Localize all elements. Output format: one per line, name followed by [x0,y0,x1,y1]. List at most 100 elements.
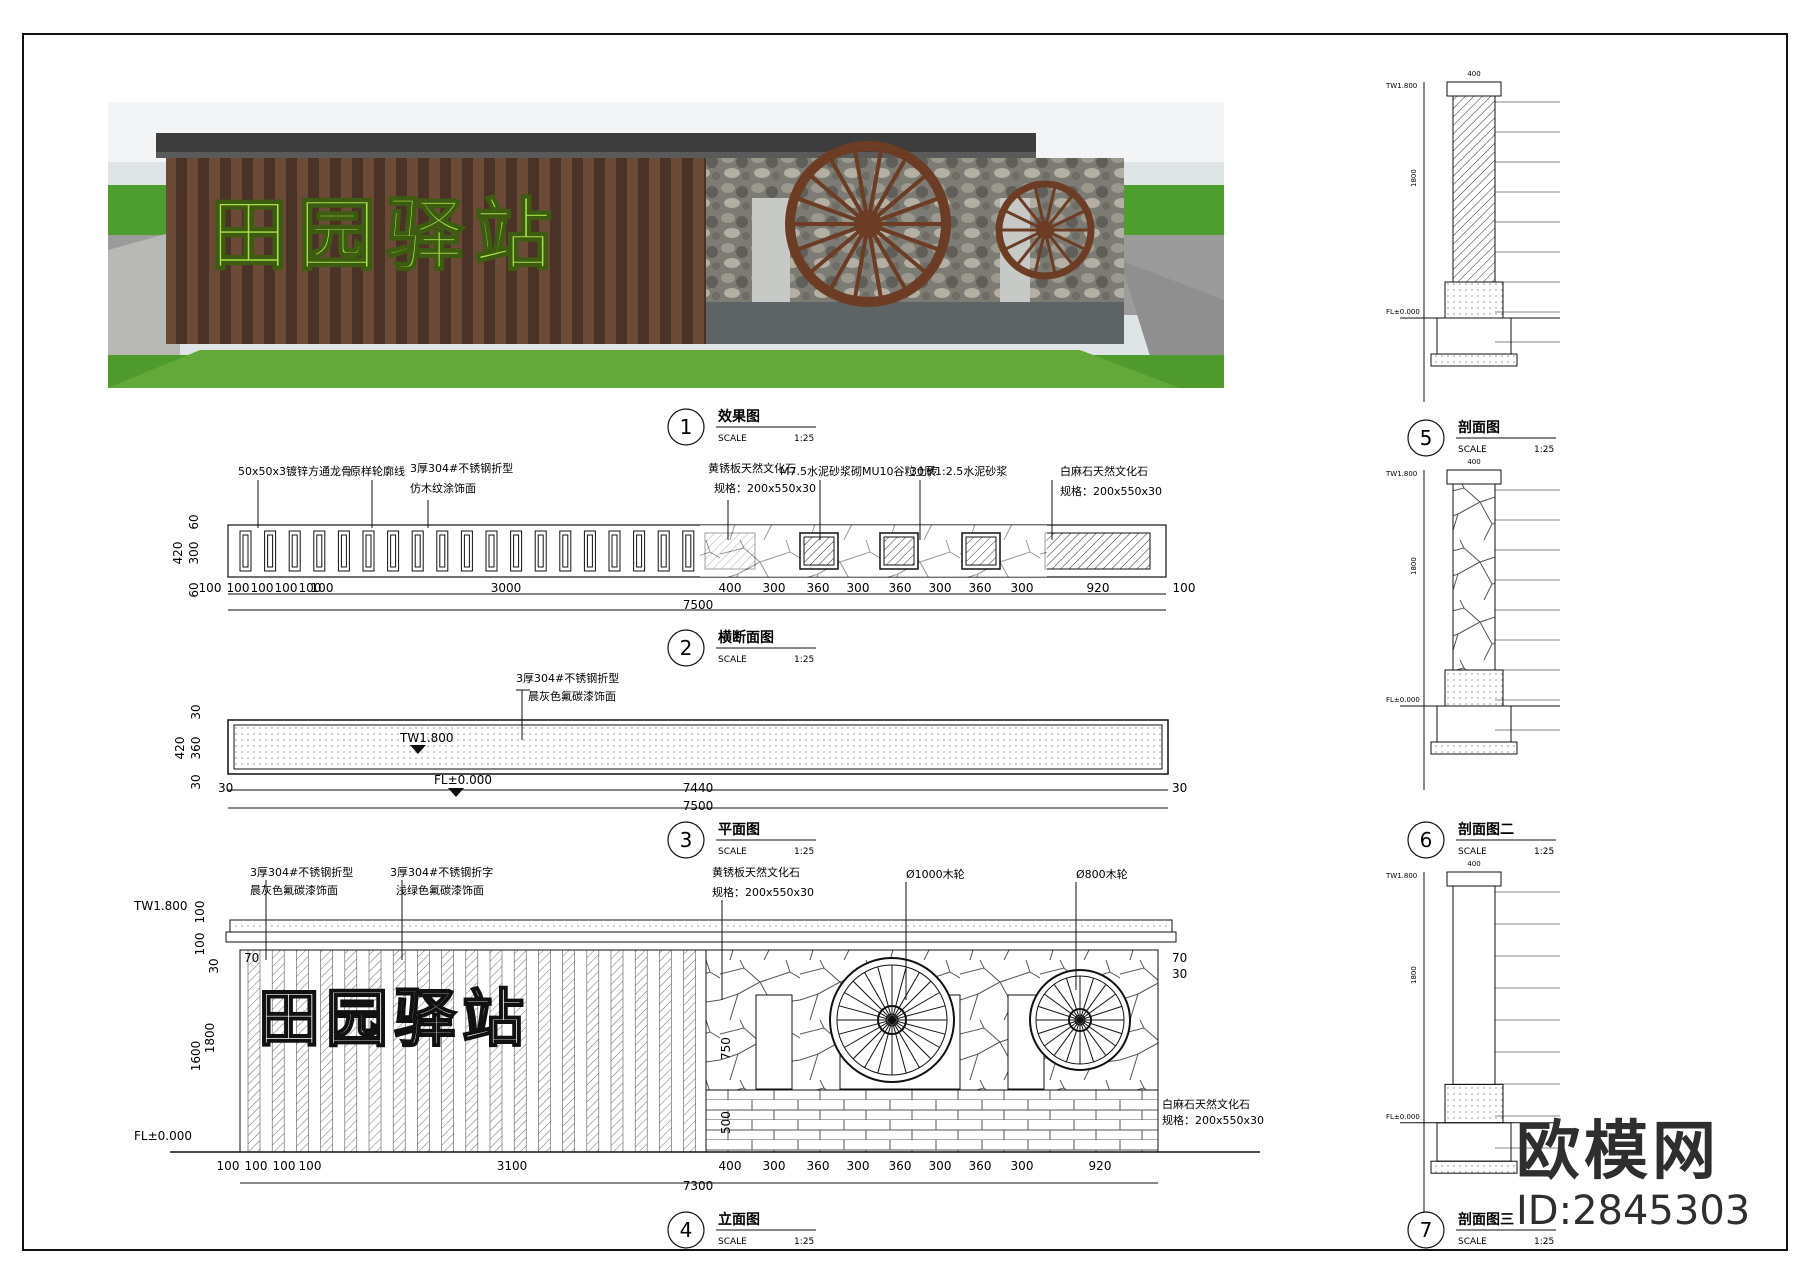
wheel-spoke [1044,228,1085,251]
v4-right-dim: 70 [1172,951,1187,965]
slat-slot [362,530,375,572]
caption-scale: 1:25 [1534,445,1554,455]
v2-dim: 100 [227,581,250,595]
stone-box-fill [883,536,915,566]
v4-dim: 360 [969,1159,992,1173]
v2-dim: 360 [889,581,912,595]
v4-dim: 300 [847,1159,870,1173]
elev-slat [586,949,600,1153]
wheel-spoke [866,222,926,274]
elev-slat [610,949,624,1153]
wheel-spoke [891,966,907,1021]
slat-slot-inner [488,534,495,568]
slat-slot-inner [660,534,667,568]
v4-dim: 400 [719,1159,742,1173]
brand-logo-text: 欧模网 [1516,1115,1720,1189]
slat-slot [682,530,695,572]
v4-dim: 920 [1089,1159,1112,1173]
v3-note-2: 晨灰色氟碳漆饰面 [528,689,616,703]
v3-left-dim: 420 [173,737,187,760]
wheel-spoke [1079,1019,1095,1062]
slat-slot [264,530,277,572]
wheel-spoke [852,980,893,1021]
v4-dim: 360 [807,1159,830,1173]
caption-circle [1407,1211,1445,1249]
v4-note: 晨灰色氟碳漆饰面 [250,883,338,897]
wheel-spoke [1033,187,1047,231]
v2-dim: 100 [251,581,274,595]
v4-left-dim: 100 [193,901,207,924]
v2-note: 白麻石天然文化石 [1060,464,1148,478]
wheel-spoke [864,1019,893,1068]
v2-total-dim: 7500 [683,598,714,612]
wheel-spoke [1043,229,1057,273]
wheel-spoke [877,966,893,1021]
v4-inner-dim: 500 [719,1111,733,1134]
v4-left-dim: 1800 [203,1023,217,1054]
wheel-spoke [866,174,926,226]
v2-note: 原样轮廓线 [350,464,405,478]
wheel-spoke [1044,209,1085,232]
v4-total-dim: 7300 [683,1179,714,1193]
wheel-spoke [867,222,939,252]
v3-left-dim: 30 [189,774,203,789]
caption-scale: 1:25 [794,1237,814,1247]
coping-cap [1446,871,1502,887]
caption-scale: 1:25 [794,847,814,857]
wagon-wheel-large [785,141,951,307]
caption-scale-label: SCALE [718,434,747,444]
v3-dim-left: 30 [218,781,233,795]
detail-left-dim: 1800 [1410,966,1418,984]
v4-left-dim: 100 [193,933,207,956]
wheel-spoke [838,1005,893,1021]
v2-dim: 100 [311,581,334,595]
wheel-spoke [810,174,870,226]
column-footing [1444,281,1504,319]
view3-plan: TW1.800 FL±0.000 30 7440 30 7500 3厚304#不… [173,671,1187,813]
wheel-spoke [1005,228,1046,251]
wheel-spoke [866,223,883,298]
v2-note: 规格：200x550x30 [1060,484,1162,498]
elev-slat [562,949,575,1153]
v3-dim-right: 30 [1172,781,1187,795]
slat-slot-inner [340,534,347,568]
v2-dim: 920 [1087,581,1110,595]
v4-note: Ø1000木轮 [906,867,965,881]
v2-note: 仿木纹涂饰面 [410,481,476,495]
slat-slot-inner [513,534,520,568]
caption-number: 5 [1420,426,1433,450]
caption-number: 3 [680,828,693,852]
elev-slat [634,949,648,1153]
v3-fl-mark: FL±0.000 [434,773,492,787]
v4-dim: 100 [273,1159,296,1173]
caption-title: 剖面图二 [1458,821,1514,838]
wheel-spoke [891,1019,920,1068]
slat-slot [460,530,473,572]
v2-dim: 3000 [491,581,522,595]
wheel-spoke [853,150,870,225]
slat-slot [510,530,523,572]
slat-slot [534,530,547,572]
wood-slat-wall [166,158,706,344]
detail-left-dim: 1800 [1410,557,1418,575]
wheel-spoke [1038,1019,1081,1035]
caption-scale-label: SCALE [718,655,747,665]
elev-sign-text: 田园驿站 [258,982,530,1055]
v2-left-dim: 60 [187,514,201,529]
slat-slot-inner [685,534,692,568]
wheel-spoke [838,1019,893,1035]
v4-fl-mark: FL±0.000 [134,1129,192,1143]
detail-tw: TW1.800 [1385,470,1417,478]
v3-tw-mark: TW1.800 [399,731,454,745]
slat-slot-inner [242,534,249,568]
wagon-wheel-small [995,180,1095,280]
caption-number: 2 [680,636,693,660]
elev-wheel-800 [1029,969,1131,1071]
wheel-spoke [1017,195,1047,231]
wheel-spoke [1065,978,1081,1021]
wheel-spoke [1079,1019,1116,1047]
